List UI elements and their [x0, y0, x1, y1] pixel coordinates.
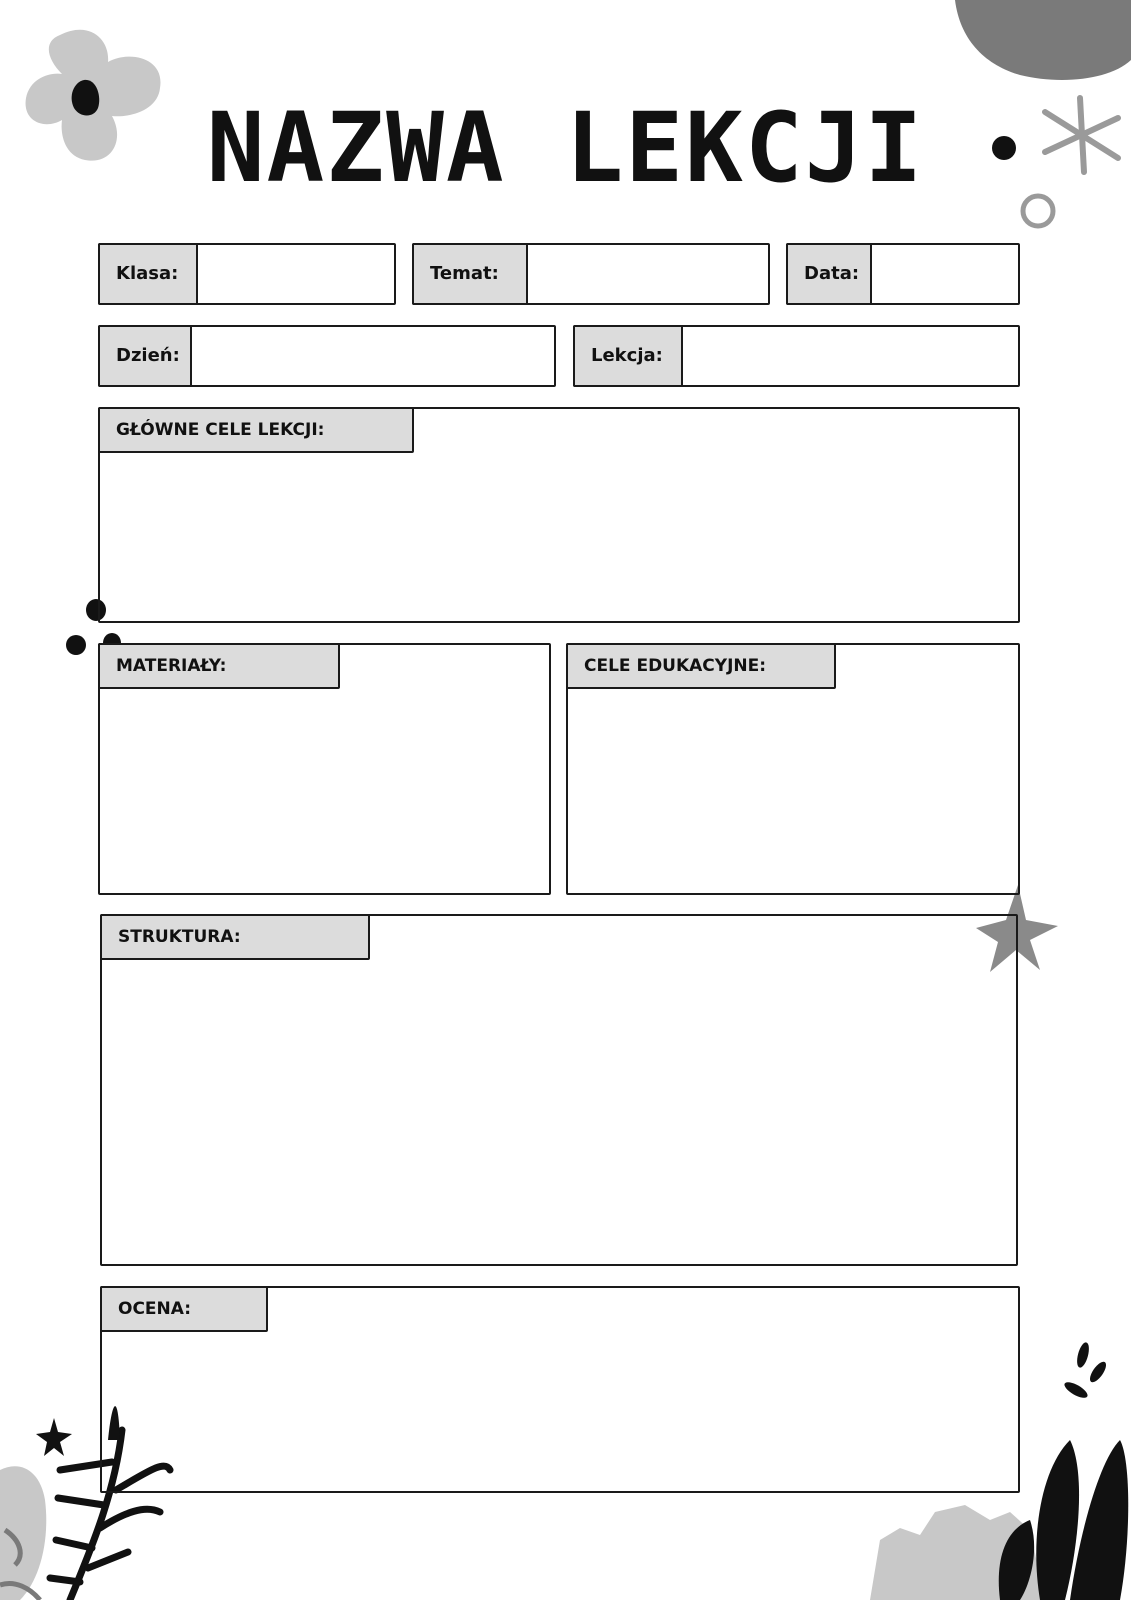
materialy-section[interactable]: MATERIAŁY:	[98, 643, 551, 895]
dzien-label: Dzień:	[98, 325, 192, 387]
struktura-label: STRUKTURA:	[100, 914, 370, 960]
cele-edukacyjne-label: CELE EDUKACYJNE:	[566, 643, 836, 689]
ocena-section[interactable]: OCENA:	[100, 1286, 1020, 1493]
data-field[interactable]: Data:	[786, 243, 1020, 305]
lekcja-field[interactable]: Lekcja:	[573, 325, 1020, 387]
sprout-icon	[1064, 1342, 1107, 1398]
glowne-cele-section[interactable]: GŁÓWNE CELE LEKCJI:	[98, 407, 1020, 623]
lekcja-label: Lekcja:	[573, 325, 683, 387]
klasa-field[interactable]: Klasa:	[98, 243, 396, 305]
ocena-label: OCENA:	[100, 1286, 268, 1332]
glowne-cele-label: GŁÓWNE CELE LEKCJI:	[98, 407, 414, 453]
gray-bush-shape	[870, 1505, 1045, 1600]
page-title: NAZWA LEKCJI	[206, 92, 925, 204]
temat-field[interactable]: Temat:	[412, 243, 770, 305]
gray-leaf-shape	[0, 1466, 47, 1600]
temat-label: Temat:	[412, 243, 528, 305]
cele-edukacyjne-section[interactable]: CELE EDUKACYJNE:	[566, 643, 1020, 895]
small-star-icon	[36, 1418, 72, 1456]
struktura-section[interactable]: STRUKTURA:	[100, 914, 1018, 1266]
dzien-field[interactable]: Dzień:	[98, 325, 556, 387]
data-label: Data:	[786, 243, 872, 305]
klasa-label: Klasa:	[98, 243, 198, 305]
materialy-label: MATERIAŁY:	[98, 643, 340, 689]
blob-shape	[955, 0, 1131, 80]
